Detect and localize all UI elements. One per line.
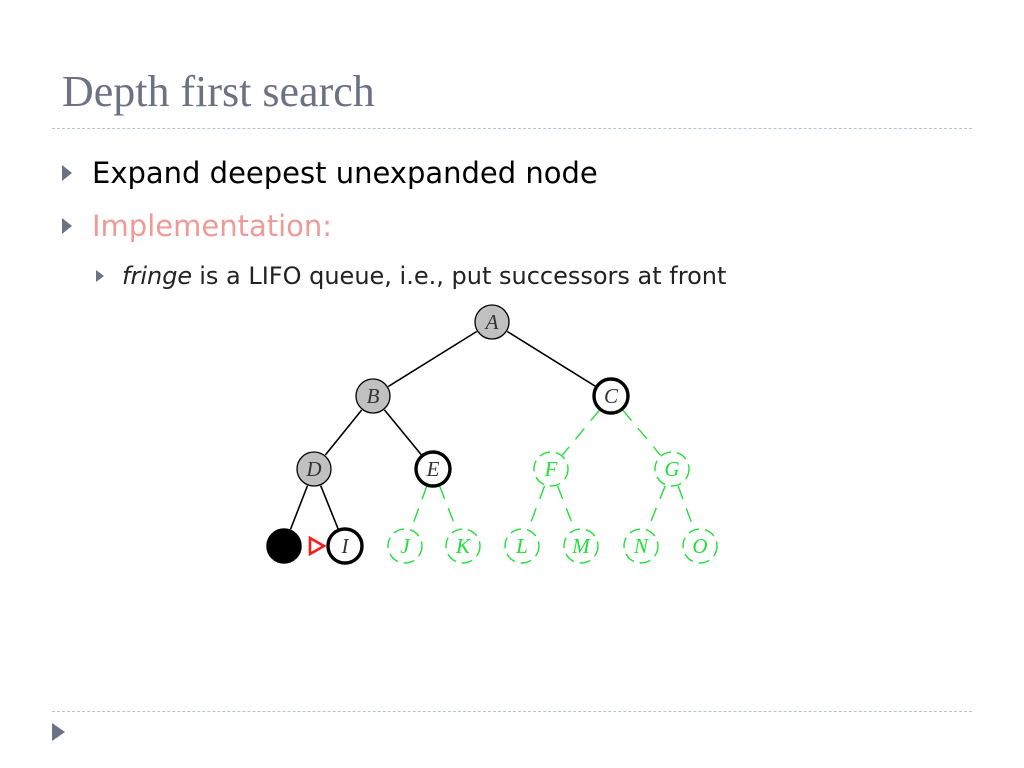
node-label: A [484, 310, 499, 334]
tree-node-m: M [563, 528, 599, 564]
tree-node-c: C [592, 377, 630, 415]
node-label: O [692, 534, 707, 558]
node-label: B [367, 384, 380, 408]
tree-node-f: F [533, 451, 569, 487]
tree-node-k: K [445, 528, 481, 564]
triangle-bullet-icon [62, 218, 72, 234]
tree-node-b: B [355, 378, 391, 414]
tree-edge-c-g [622, 409, 661, 456]
node-label: G [664, 457, 679, 481]
sub-bullet-text: is a LIFO queue, i.e., put successors at… [199, 262, 727, 290]
tree-edge-b-d [324, 409, 363, 456]
node-label: C [604, 384, 619, 408]
tree-node-j: J [387, 528, 423, 564]
tree-node-d: D [296, 451, 332, 487]
node-label: F [544, 457, 558, 481]
tree-node-e: E [414, 450, 452, 488]
tree-edge-e-j [410, 485, 428, 530]
node-label: D [305, 457, 321, 481]
tree-node-n: N [623, 528, 659, 564]
bullet-item-1: Expand deepest unexpanded node [62, 156, 598, 190]
tree-edge-f-l [527, 485, 546, 530]
title-divider [52, 128, 972, 129]
tree-node-h [266, 528, 302, 564]
tree-node-i: I [326, 527, 364, 565]
node-label: J [400, 534, 411, 558]
footer-divider [52, 711, 972, 712]
node-label: M [571, 534, 591, 558]
node-label: I [341, 534, 350, 558]
tree-node-l: L [504, 528, 540, 564]
tree-node-g: G [654, 451, 690, 487]
node-label: N [633, 534, 649, 558]
tree-node-a: A [474, 304, 510, 340]
node-label: L [515, 534, 528, 558]
bullet-text: Implementation: [92, 209, 333, 243]
tree-edge-f-m [556, 485, 576, 530]
tree-edge-d-i [319, 485, 340, 530]
sub-bullet-item: fringe is a LIFO queue, i.e., put succes… [96, 262, 726, 290]
fringe-term: fringe [122, 262, 193, 290]
tree-edge-g-o [677, 485, 695, 530]
slide-title: Depth first search [62, 67, 375, 116]
triangle-bullet-icon [62, 165, 72, 181]
current-pointer-icon [308, 535, 327, 557]
tree-edge-g-n [647, 485, 666, 530]
triangle-nav-icon [52, 723, 65, 741]
tree-edge-c-f [561, 409, 601, 456]
tree-edge-a-b [387, 330, 478, 388]
tree-edge-e-k [438, 485, 458, 530]
tree-edge-b-e [383, 409, 423, 456]
bullet-item-2: Implementation: [62, 209, 332, 243]
tree-edge-a-c [506, 330, 597, 388]
tree-node-o: O [682, 528, 718, 564]
tree-edge-d-h [289, 485, 309, 530]
bullet-text: Expand deepest unexpanded node [92, 156, 598, 190]
triangle-bullet-icon [96, 270, 104, 282]
node-label: E [426, 457, 440, 481]
node-label: K [455, 534, 471, 558]
